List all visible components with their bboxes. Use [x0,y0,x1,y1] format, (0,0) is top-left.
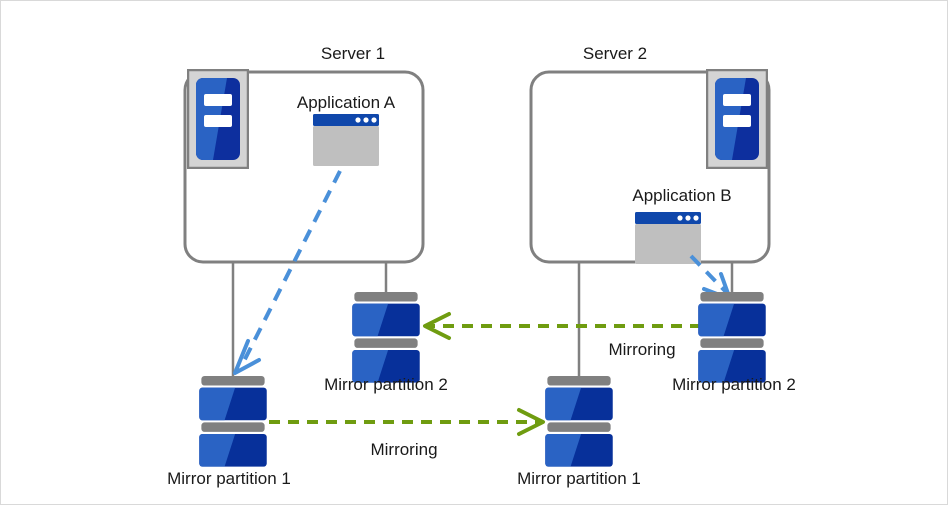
server2-mirror-partition-1-label: Mirror partition 1 [517,469,641,488]
mirroring-label-lower: Mirroring [370,440,438,459]
application-b-label: Application B [632,186,732,205]
server1-mirror-partition-2-label: Mirror partition 2 [324,375,448,394]
mirroring-arrow-upper [423,312,701,340]
app-a-to-partition1-arrow [233,170,342,375]
application-a-label: Application A [296,93,396,112]
mirroring-label-upper: Mirroring [608,340,676,359]
server1-mirror-partition-2-icon [352,292,420,383]
server-1-label: Server 1 [320,44,386,63]
server2-mirror-partition-2-label: Mirror partition 2 [672,375,796,394]
server-1-icon [187,69,249,169]
server1-mirror-partition-1-label: Mirror partition 1 [167,469,291,488]
server1-mirror-partition-1-icon [199,376,267,467]
mirroring-arrow-lower [269,408,545,436]
application-a-icon [313,114,379,166]
server-2-label: Server 2 [582,44,648,63]
server-2-icon [706,69,768,169]
server2-mirror-partition-2-icon [698,292,766,383]
server2-mirror-partition-1-icon [545,376,613,467]
